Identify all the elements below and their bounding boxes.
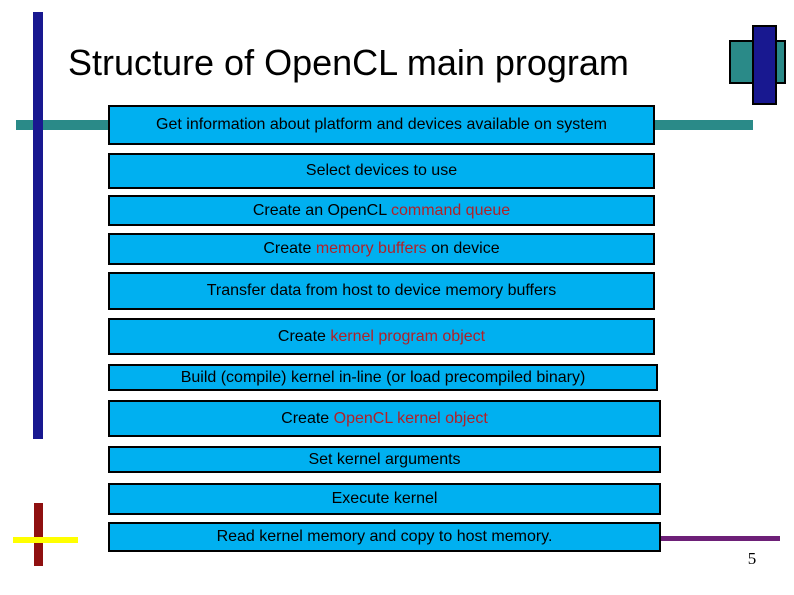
flow-step-text: Execute kernel [331, 490, 438, 507]
flow-step-text-highlight: OpenCL kernel object [333, 409, 488, 427]
flow-step-text-highlight: kernel program object [330, 327, 486, 345]
dark-red-vertical-bar [34, 503, 43, 566]
flow-step-10: Execute kernel [108, 483, 661, 515]
flow-step-11: Read kernel memory and copy to host memo… [108, 522, 661, 552]
flow-step-text-highlight: command queue [390, 201, 511, 219]
flow-step-text: Create [263, 240, 316, 257]
flow-step-text: Create an OpenCL [252, 201, 391, 219]
flow-step-9: Set kernel arguments [108, 446, 661, 473]
flow-step-6: Create kernel program object [108, 318, 655, 355]
yellow-horizontal-bar [13, 537, 78, 543]
flow-step-text-highlight: memory buffers [315, 240, 427, 257]
flow-step-8: Create OpenCL kernel object [108, 400, 661, 437]
flow-step-5: Transfer data from host to device memory… [108, 272, 655, 310]
flow-step-text: Set kernel arguments [308, 450, 461, 468]
slide-title: Structure of OpenCL main program [68, 42, 629, 83]
flow-step-1: Get information about platform and devic… [108, 105, 655, 145]
navy-rectangle-decoration [752, 25, 777, 105]
flow-step-4: Create memory buffers on device [108, 233, 655, 265]
purple-horizontal-rule [650, 536, 780, 541]
flow-step-text: Get information about platform and devic… [156, 116, 607, 133]
flow-step-text: Create [281, 409, 334, 427]
flow-step-3: Create an OpenCL command queue [108, 195, 655, 226]
page-number: 5 [747, 549, 757, 568]
flow-step-text: Create [277, 327, 331, 345]
flow-step-2: Select devices to use [108, 153, 655, 189]
flow-step-text: Read kernel memory and copy to host memo… [216, 528, 553, 545]
flow-step-7: Build (compile) kernel in-line (or load … [108, 364, 658, 391]
flow-step-text: Select devices to use [305, 162, 458, 179]
flow-step-text: Transfer data from host to device memory… [206, 282, 557, 299]
flow-step-text: Build (compile) kernel in-line (or load … [180, 368, 586, 386]
flow-step-text: on device [426, 240, 500, 257]
navy-vertical-bar [33, 12, 43, 439]
